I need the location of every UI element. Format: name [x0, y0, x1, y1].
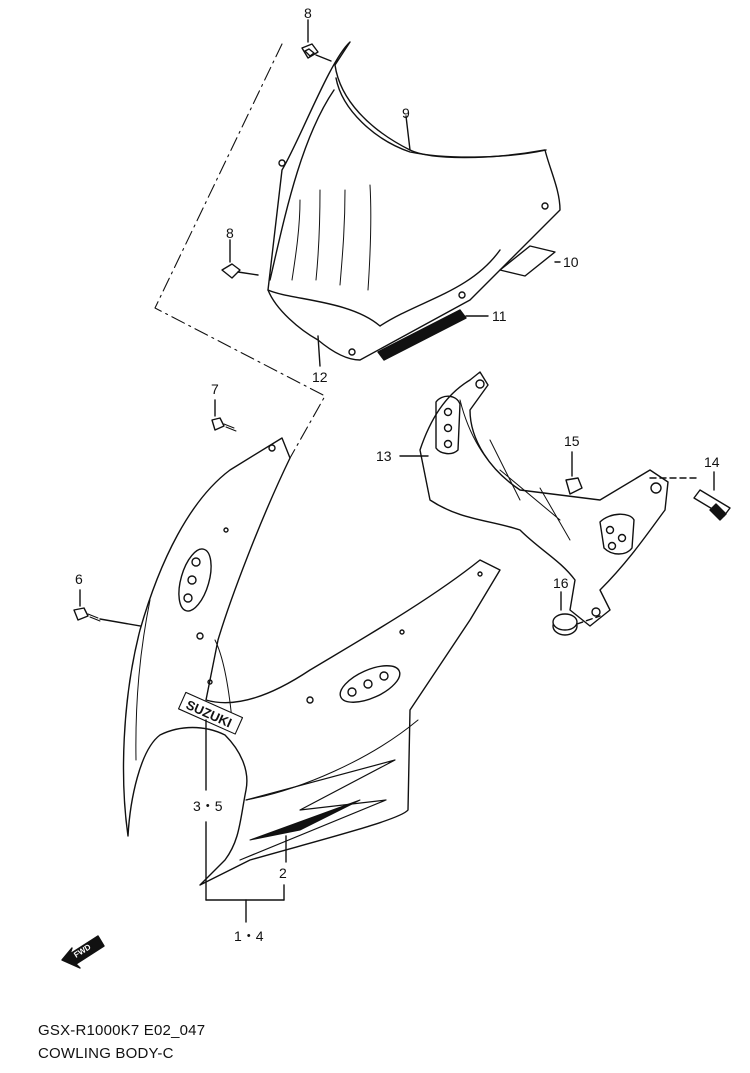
suzuki-decal	[177, 691, 244, 735]
grommet-part-16	[552, 591, 601, 636]
grommet-part-15	[565, 451, 697, 495]
callout-8-lower: 8	[226, 225, 234, 241]
screw-8-upper	[301, 19, 332, 62]
callout-7: 7	[211, 381, 219, 397]
callout-13: 13	[376, 448, 392, 464]
tape-part-11	[377, 309, 467, 361]
fwd-arrow-icon	[61, 935, 105, 969]
windscreen-part-9	[267, 41, 561, 361]
bracket-part-13	[399, 371, 669, 627]
callout-8-upper: 8	[304, 5, 312, 21]
bolt-part-14	[693, 471, 731, 521]
callout-10: 10	[563, 254, 579, 270]
callout-12: 12	[312, 369, 328, 385]
callout-15: 15	[564, 433, 580, 449]
screw-8-lower	[221, 239, 259, 279]
pad-part-10	[499, 245, 556, 277]
windscreen-group-outline	[154, 43, 326, 459]
callout-11: 11	[492, 308, 507, 324]
callout-9: 9	[402, 105, 410, 121]
callout-2: 2	[279, 865, 287, 881]
callout-6: 6	[75, 571, 83, 587]
diagram-caption: GSX-R1000K7 E02_047 COWLING BODY-C	[38, 1019, 205, 1065]
callout-3-5: 3・5	[193, 798, 223, 814]
callout-16: 16	[553, 575, 569, 591]
callout-1-4: 1・4	[234, 928, 264, 944]
model-code: GSX-R1000K7 E02_047	[38, 1022, 206, 1039]
screw-part-7	[211, 399, 237, 432]
assembly-name: COWLING BODY-C	[38, 1045, 174, 1062]
callout-14: 14	[704, 454, 720, 470]
